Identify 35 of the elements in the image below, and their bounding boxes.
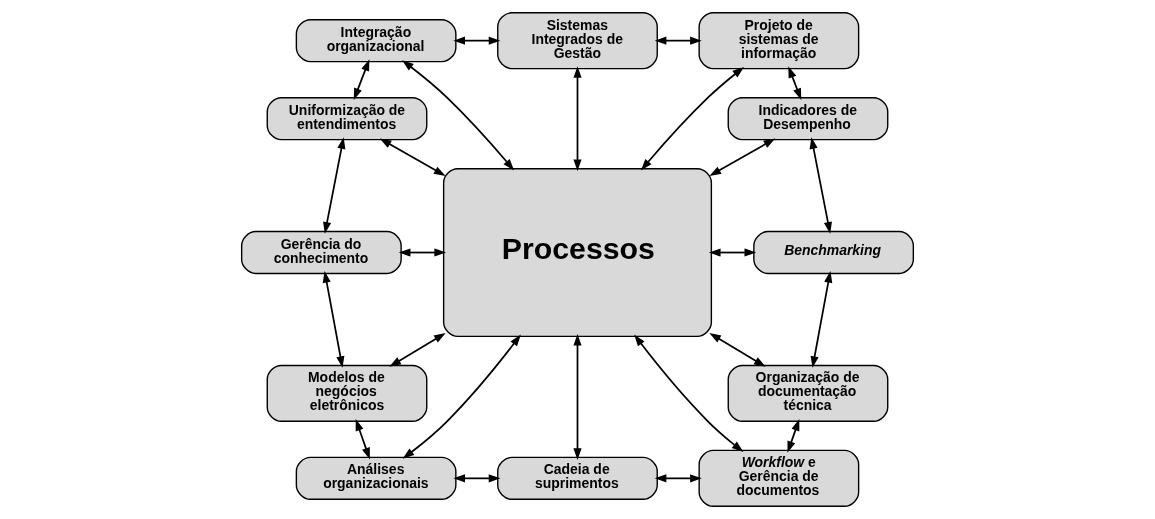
node-box: Integração organizacional: [295, 19, 457, 63]
arrow: [654, 36, 702, 45]
node-box: Benchmarking: [753, 230, 915, 275]
node-box: Uniformização de entendimentos: [266, 97, 428, 141]
arrow: [709, 332, 766, 367]
arrow: [709, 138, 776, 177]
arrow: [708, 248, 757, 257]
node-box: Gerência do conhecimento: [240, 230, 402, 275]
arrow: [810, 270, 833, 368]
arrow: [402, 60, 515, 171]
arrow: [573, 333, 582, 461]
arrow: [453, 36, 501, 45]
node-box: Sistemas Integrados de Gestão: [497, 12, 658, 70]
arrow: [634, 334, 744, 453]
arrow: [323, 137, 346, 234]
arrow: [353, 59, 370, 100]
arrow: [355, 419, 370, 460]
node-box: Processos: [442, 168, 713, 338]
node-box: Cadeia de suprimentos: [497, 456, 658, 500]
node-box: Projeto de sistemas de informação: [698, 12, 860, 70]
node-box: Modelos de negócios eletrônicos: [266, 364, 428, 422]
arrow: [640, 66, 745, 171]
arrow: [654, 474, 702, 483]
arrow: [573, 66, 582, 172]
arrow: [453, 474, 501, 483]
node-box: Análises organizacionais: [295, 456, 457, 500]
arrow: [389, 332, 446, 367]
node-box: Indicadores de Desempenho: [727, 97, 889, 141]
arrow: [809, 137, 832, 234]
arrow: [379, 138, 446, 177]
node-box: Workflow e Gerência de documentos: [698, 449, 860, 507]
arrow: [322, 270, 345, 368]
arrow: [402, 334, 521, 459]
arrow: [398, 248, 447, 257]
node-box: Organização de documentação técnica: [727, 364, 889, 422]
